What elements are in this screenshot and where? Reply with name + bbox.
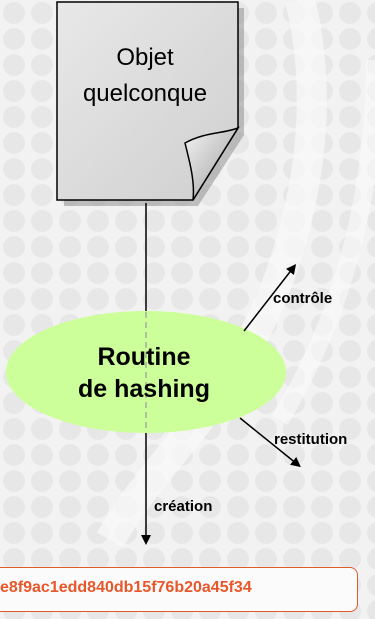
creation-label: création	[154, 498, 213, 515]
routine-label-line1: Routine	[97, 343, 191, 371]
background-swoosh-2	[272, 59, 375, 425]
object-label-line1: Objet	[116, 44, 174, 71]
restitution-arrow	[239, 417, 301, 468]
object-label: Objet quelconque	[60, 40, 230, 112]
hash-value: e8f9ac1edd840db15f76b20a45f34	[0, 579, 252, 596]
document-curl	[184, 126, 240, 201]
routine-label: Routine de hashing	[60, 341, 228, 405]
object-label-line2: quelconque	[82, 80, 208, 107]
hash-output-box	[0, 567, 358, 612]
routine-label-line2: de hashing	[78, 375, 210, 403]
restitution-label: restitution	[274, 431, 348, 448]
controle-arrow	[243, 264, 297, 332]
controle-label: contrôle	[273, 290, 333, 307]
